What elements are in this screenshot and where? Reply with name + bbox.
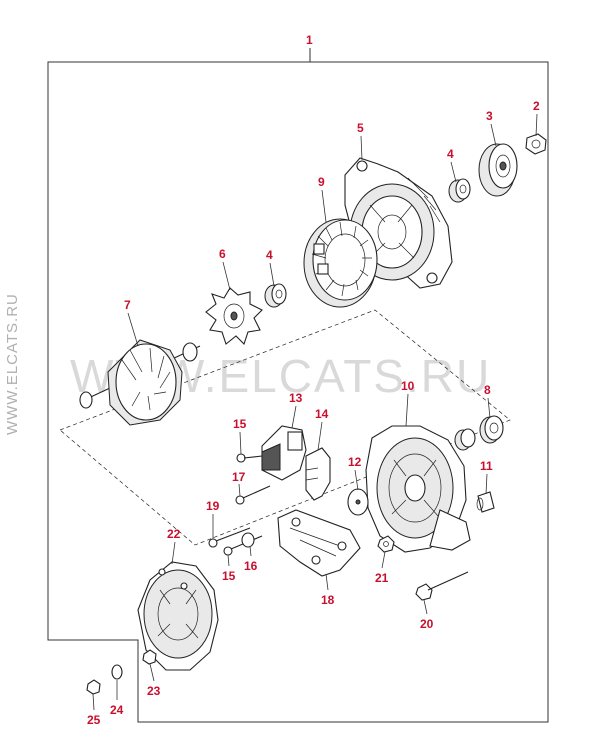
callout-12[interactable]: 12 [348, 455, 362, 469]
part-3-pulley[interactable] [478, 143, 518, 197]
part-24-washer[interactable] [111, 664, 123, 680]
callout-8[interactable]: 8 [484, 383, 491, 397]
callout-22[interactable]: 22 [167, 527, 181, 541]
callout-4a[interactable]: 4 [447, 147, 454, 161]
callout-18[interactable]: 18 [321, 593, 335, 607]
callout-7[interactable]: 7 [124, 298, 131, 312]
part-9-stator[interactable] [303, 218, 378, 308]
callout-9[interactable]: 9 [318, 175, 325, 189]
side-watermark: WWW.ELCATS.RU [4, 293, 21, 435]
part-11-sleeve[interactable] [476, 491, 495, 513]
part-6-fan[interactable] [205, 287, 263, 346]
assembly-frame [47, 48, 549, 723]
part-8-bearing[interactable] [479, 415, 504, 444]
rotor-dashed-box [59, 309, 511, 546]
part-22-rear-cover[interactable] [137, 561, 219, 671]
callout-2[interactable]: 2 [533, 99, 540, 113]
callout-16[interactable]: 16 [244, 559, 258, 573]
part-17-screw[interactable] [235, 485, 271, 505]
callout-20[interactable]: 20 [420, 617, 434, 631]
part-25-nut[interactable] [86, 679, 101, 695]
part-16-washer[interactable] [241, 532, 255, 548]
leader-lines [92, 113, 538, 711]
part-21-nut[interactable] [377, 535, 395, 553]
part-23-nut[interactable] [142, 649, 157, 665]
part-20-through-bolt[interactable] [415, 571, 469, 601]
callout-23[interactable]: 23 [147, 684, 161, 698]
part-10-slip-ring-end-housing[interactable] [365, 425, 471, 553]
callout-21[interactable]: 21 [375, 571, 389, 585]
callout-19[interactable]: 19 [206, 499, 220, 513]
callout-17[interactable]: 17 [232, 470, 246, 484]
part-4-spacer-lower[interactable] [264, 283, 287, 308]
part-12-washer[interactable] [347, 488, 369, 516]
callout-25[interactable]: 25 [87, 713, 101, 727]
side-watermark-text: WWW.ELCATS.RU [4, 293, 21, 435]
part-18-rectifier[interactable] [277, 509, 361, 577]
part-2-nut[interactable] [525, 133, 547, 155]
part-4-spacer-upper[interactable] [448, 178, 471, 203]
callout-10[interactable]: 10 [401, 379, 415, 393]
callout-1[interactable]: 1 [306, 33, 313, 47]
callout-14[interactable]: 14 [315, 407, 329, 421]
part-13-regulator[interactable] [261, 425, 307, 481]
callout-11[interactable]: 11 [480, 459, 493, 473]
callout-15a[interactable]: 15 [233, 417, 247, 431]
part-7-rotor[interactable] [79, 339, 201, 426]
part-14-brush-holder[interactable] [305, 447, 331, 501]
part-15-screw-upper[interactable] [236, 453, 263, 463]
callout-5[interactable]: 5 [357, 121, 364, 135]
callout-3[interactable]: 3 [486, 109, 493, 123]
callouts: 1 2 3 4 5 9 4 6 7 8 10 11 12 13 14 15 17… [87, 33, 540, 727]
callout-15b[interactable]: 15 [222, 569, 236, 583]
part-10-bushing[interactable] [454, 428, 476, 451]
callout-4b[interactable]: 4 [266, 248, 273, 262]
callout-6[interactable]: 6 [219, 247, 226, 261]
callout-24[interactable]: 24 [110, 703, 124, 717]
callout-13[interactable]: 13 [289, 391, 303, 405]
